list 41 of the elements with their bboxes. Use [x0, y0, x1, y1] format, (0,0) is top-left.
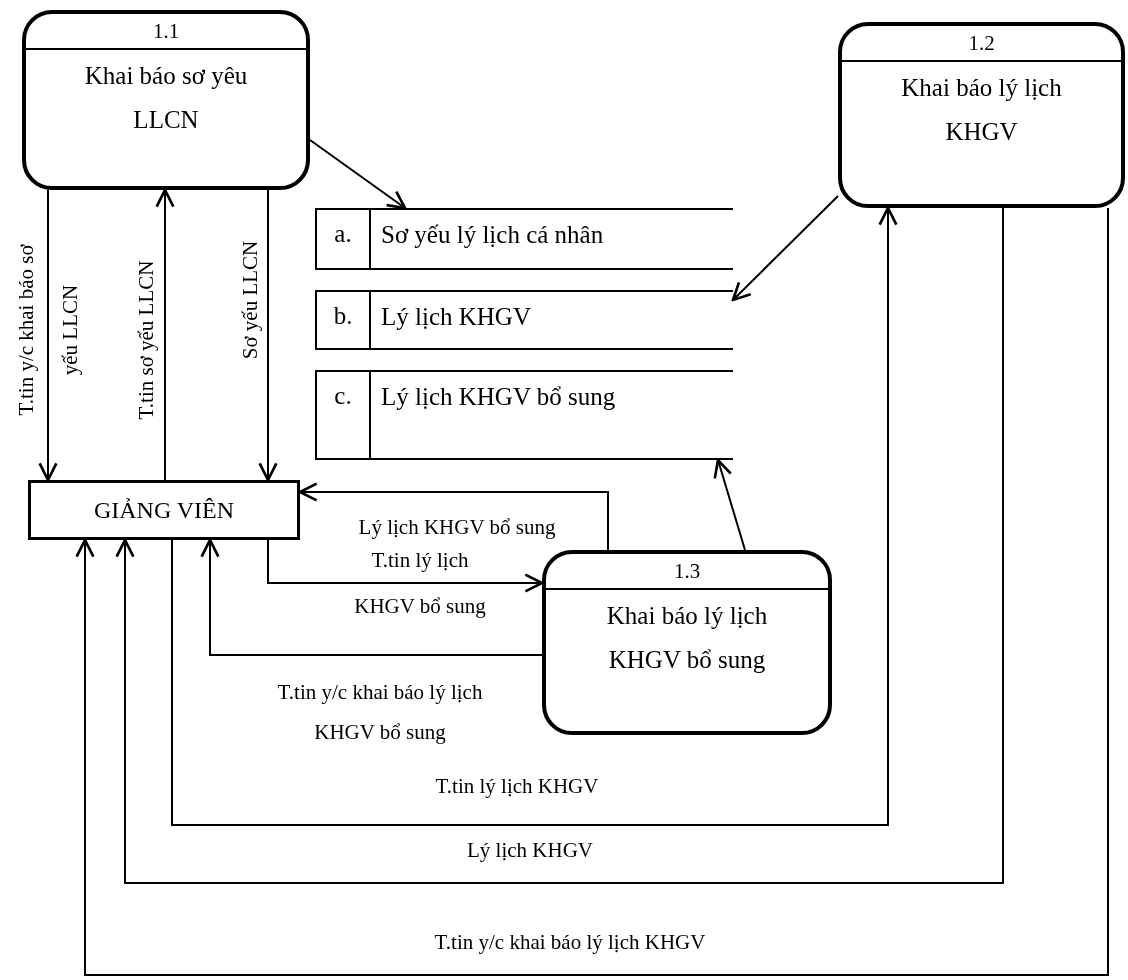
- process-number: 1.1: [152, 18, 180, 44]
- store-id: c.: [334, 382, 352, 410]
- edge-label: T.tin y/c khai báo sơ yếu LLCN: [13, 243, 83, 418]
- data-store: [315, 370, 733, 460]
- edge-label: Lý lịch KHGV: [466, 837, 594, 863]
- edge-label: T.tin y/c khai báo lý lịch KHGV: [433, 929, 707, 955]
- arrow: [75, 207, 1109, 976]
- external-entity-box: [28, 480, 300, 540]
- store-name: Lý lịch KHGV bổ sung: [381, 383, 616, 410]
- edge-label: T.tin lý lịch KHGV bổ sung: [353, 547, 487, 620]
- arrow: [38, 189, 58, 482]
- store-name: Sơ yếu lý lịch cá nhân: [381, 221, 604, 248]
- process-box: [22, 10, 310, 190]
- arrow: [731, 195, 839, 302]
- arrow: [200, 538, 543, 656]
- arrow: [155, 188, 175, 481]
- process-box: [542, 550, 832, 735]
- arrow: [298, 482, 609, 551]
- process-number: 1.3: [673, 558, 701, 584]
- data-store: [315, 290, 733, 350]
- store-id: b.: [333, 302, 353, 330]
- edge-label: T.tin sơ yếu LLCN: [133, 259, 159, 422]
- edge-label: T.tin y/c khai báo lý lịch KHGV bổ sung: [276, 679, 484, 746]
- arrow: [171, 206, 898, 826]
- process-box: [838, 22, 1125, 208]
- arrow: [115, 207, 1004, 884]
- process-name: Khai báo lý lịch KHGV bổ sung: [605, 601, 769, 675]
- process-number: 1.2: [968, 30, 995, 56]
- edge-label: Lý lịch KHGV bổ sung: [357, 514, 557, 540]
- arrow: [713, 458, 746, 551]
- data-store: [315, 208, 733, 270]
- process-name: Khai báo lý lịch KHGV: [900, 73, 1063, 147]
- arrow: [267, 539, 544, 593]
- edge-label: T.tin lý lịch KHGV: [434, 773, 600, 799]
- store-id: a.: [334, 220, 352, 248]
- process-name: Khai báo sơ yêu LLCN: [83, 61, 249, 135]
- arrow: [258, 189, 278, 482]
- store-name: Lý lịch KHGV: [381, 303, 531, 330]
- arrow: [309, 139, 407, 210]
- entity-name: GIẢNG VIÊN: [93, 496, 235, 524]
- edge-label: Sơ yếu LLCN: [237, 239, 263, 362]
